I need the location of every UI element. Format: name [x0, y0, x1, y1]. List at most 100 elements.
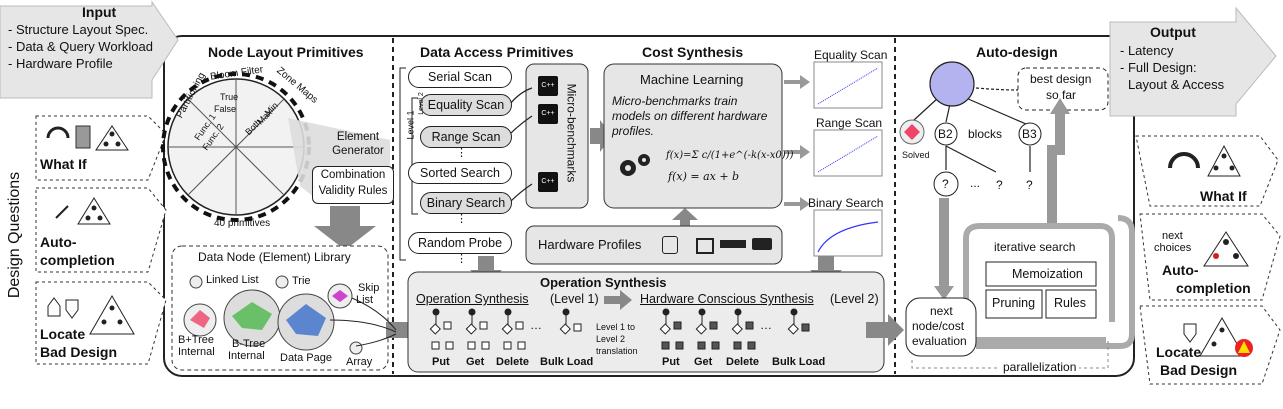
left-completion: completion: [40, 252, 115, 268]
ellipsis-3: ⋮: [456, 253, 467, 265]
opsynth-level2: Hardware Conscious Synthesis: [640, 292, 814, 306]
translation-1: Level 1 to: [596, 322, 636, 332]
level-brackets: [399, 67, 418, 261]
gpu-icon: [752, 238, 772, 250]
translation-2: Level 2: [596, 334, 626, 344]
right-locate: Locate: [1156, 344, 1202, 360]
cpu-icon: [696, 238, 714, 254]
op-delete-2: Delete: [726, 356, 760, 368]
down-arrow-library: [314, 206, 376, 250]
ml-text-1: Micro-benchmarks train: [612, 94, 738, 108]
output-item-1: - Latency: [1120, 43, 1174, 58]
loop-arrowhead-up: [1050, 98, 1070, 114]
hardware-box: [525, 225, 783, 265]
level1-label: Level 1: [405, 110, 416, 140]
lib-skip: Skip: [358, 282, 380, 294]
right-panel-locate: [1139, 305, 1281, 385]
ellipsis-2: ⋮: [456, 213, 467, 225]
left-locate: Locate: [40, 326, 86, 342]
data-access-title: Data Access Primitives: [420, 44, 574, 60]
output-item-2: - Full Design:: [1120, 60, 1197, 75]
wheel-false: False: [214, 104, 237, 114]
input-item-3: - Hardware Profile: [8, 56, 113, 71]
left-whatif: What If: [40, 156, 87, 172]
rules-line-2: Validity Rules: [318, 185, 388, 197]
right-choices: choices: [1154, 242, 1192, 254]
output-arrow: [1109, 6, 1277, 117]
library-links: [329, 297, 397, 347]
op-put-1: Put: [432, 356, 450, 368]
search-loop: [939, 110, 1065, 288]
next-1: next: [930, 304, 953, 318]
input-title: Input: [82, 4, 117, 20]
wheel-true: True: [220, 92, 239, 102]
node-b3-label: B3: [1022, 127, 1037, 141]
ml-text-3: profiles.: [612, 124, 655, 138]
serial-scan: Serial Scan: [408, 66, 512, 88]
btree-fill: [232, 302, 272, 330]
next-node-box: [905, 297, 977, 357]
ram-icon: [720, 240, 746, 248]
cost-synthesis-title: Cost Synthesis: [642, 44, 744, 60]
skiplist-fill: [332, 290, 348, 302]
iterative-label: iterative search: [994, 240, 1076, 254]
op-trees-level2: [659, 308, 810, 350]
opsynth-title: Operation Synthesis: [540, 275, 667, 290]
right-auto: Auto-: [1162, 262, 1199, 278]
ellipsis-1: ⋮: [456, 147, 467, 159]
pruning-label: Pruning: [992, 296, 1036, 310]
node-q1-label: ?: [942, 177, 949, 191]
node-layout-title: Node Layout Primitives: [208, 44, 364, 60]
lib-bplustree-internal: Internal: [178, 346, 215, 358]
ml-box: [603, 63, 783, 209]
rules-line-1: Combination: [320, 169, 386, 181]
input-arrow: [0, 0, 179, 99]
blocks-label: blocks: [968, 127, 1003, 141]
random-probe: Random Probe: [408, 232, 512, 254]
output-item-3: Layout & Access: [1128, 77, 1225, 92]
arrow-ops-autodesign: [866, 314, 904, 346]
linkedlist-shape: [189, 275, 203, 289]
node-q3-label: ?: [1026, 178, 1033, 192]
array-shape: [349, 341, 363, 355]
left-panel-whatif: [35, 115, 167, 181]
best-design-2: so far: [1046, 88, 1077, 102]
node-b3: [1018, 122, 1042, 146]
node-q2-label: ?: [996, 178, 1003, 192]
right-panel-whatif: [1135, 135, 1279, 207]
opsynth-level1-suffix: (Level 1): [550, 292, 599, 306]
tree-ellipsis: ...: [970, 176, 981, 190]
parallel-label: parallelization: [1000, 360, 1080, 374]
lib-datapage: Data Page: [280, 352, 332, 364]
arrow-micro-ml: [590, 120, 612, 152]
op-bulkload-1: Bulk Load: [540, 356, 594, 368]
op-put-2: Put: [662, 356, 680, 368]
lib-list: List: [356, 294, 374, 306]
plot-title-range: Range Scan: [816, 116, 883, 130]
ml-text-2: models on different hardware: [612, 109, 768, 123]
cpp-icon-2: C++: [538, 104, 558, 124]
ops-ellipsis-1: …: [530, 318, 542, 332]
wheel-spokes: [168, 79, 304, 215]
design-questions-label: Design Questions: [6, 171, 24, 299]
iterative-loops: [963, 215, 1135, 349]
arrow-level: [604, 290, 632, 310]
left-baddesign: Bad Design: [40, 344, 118, 360]
op-get-2: Get: [694, 356, 713, 368]
cpp-icon-1: C++: [538, 76, 558, 96]
datapage-fill: [286, 304, 326, 336]
formula-2: f(x) = ax + b: [668, 170, 740, 183]
cpp-icon-3: C++: [538, 172, 558, 192]
formula-1: f(x)=Σ c/(1+e^(-k(x-x0))): [666, 150, 794, 161]
input-item-2: - Data & Query Workload: [8, 39, 153, 54]
element-generator: Element Generator: [332, 131, 384, 157]
range-scan: Range Scan: [420, 126, 512, 148]
parallel-bracket: [911, 340, 1109, 369]
node-b2-label: B2: [938, 127, 953, 141]
autodesign-tree-links: [913, 87, 1031, 173]
memo-box: [985, 261, 1097, 287]
opsynth-level1: Operation Synthesis: [416, 292, 529, 306]
next-2: node/cost: [912, 319, 965, 333]
plot-title-binary: Binary Search: [808, 196, 884, 210]
